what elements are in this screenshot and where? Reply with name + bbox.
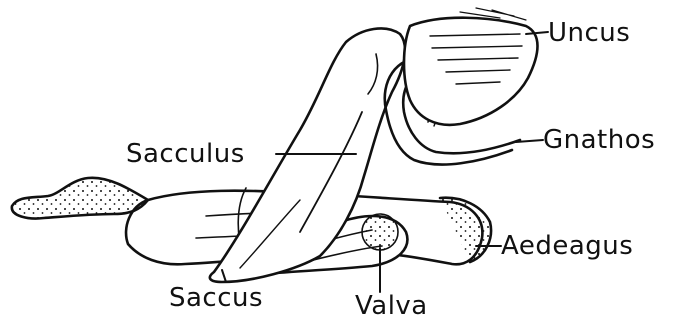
gnathos-label: Gnathos xyxy=(543,127,655,153)
stippled-duct-shape xyxy=(12,178,148,219)
valva-label: Valva xyxy=(355,293,428,319)
sacculus-label: Sacculus xyxy=(126,141,245,167)
uncus-label: Uncus xyxy=(548,20,630,46)
uncus-shape xyxy=(404,8,538,125)
aedeagus-label: Aedeagus xyxy=(501,233,633,259)
saccus-label: Saccus xyxy=(169,285,263,311)
